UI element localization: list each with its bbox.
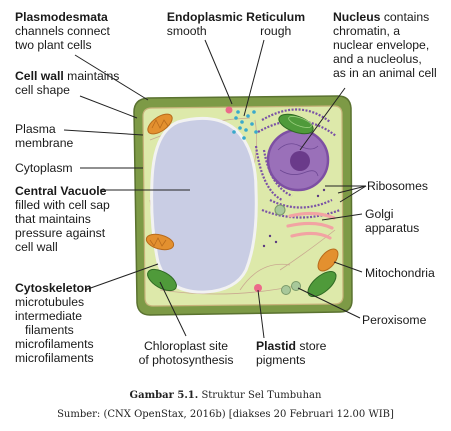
cytoskeleton-line-5: microfilaments	[15, 351, 94, 365]
cytoskeleton-line-4: microfilaments	[15, 337, 94, 351]
vacuole-desc-2: that maintains	[15, 212, 91, 226]
nucleus-desc-2: chromatin, a	[333, 24, 401, 38]
label-cell-wall: Cell wall maintains cell shape	[15, 69, 119, 97]
golgi-line-2: apparatus	[365, 221, 420, 235]
label-plasmodesmata: Plasmodesmata channels connect two plant…	[15, 10, 110, 52]
ribosomes	[262, 188, 326, 248]
caption-figure-title: Struktur Sel Tumbuhan	[201, 390, 322, 401]
label-nucleus: Nucleus contains chromatin, a nuclear en…	[333, 10, 437, 80]
chromatin	[277, 143, 319, 177]
cellwall-desc-2: cell shape	[15, 83, 70, 97]
plasmodesmata-desc-2: two plant cells	[15, 38, 92, 52]
label-plasma-membrane: Plasma membrane	[15, 122, 73, 150]
golgi-line-1: Golgi	[365, 207, 394, 221]
cytoskeleton-line-3: filaments	[25, 323, 74, 337]
figure-source: Sumber: (CNX OpenStax, 2016b) [diakses 2…	[57, 409, 394, 420]
plastid	[274, 204, 286, 216]
central-vacuole	[150, 116, 258, 294]
nucleus-desc-4: and a nucleolus,	[333, 52, 422, 66]
label-peroxisome: Peroxisome	[362, 313, 427, 327]
golgi-apparatus	[286, 211, 336, 240]
nucleus-desc-5: as in an animal cell	[333, 66, 437, 80]
peroxisome	[281, 285, 291, 295]
nucleus-desc-3: nuclear envelope,	[333, 38, 430, 52]
nucleus-title: Nucleus	[333, 10, 381, 24]
cell-illustration	[63, 39, 367, 339]
caption-figure-label: Gambar 5.1.	[129, 390, 199, 401]
nucleus-desc-1: contains	[383, 10, 430, 24]
smooth-er	[232, 110, 258, 140]
label-ribosomes: Ribosomes	[367, 179, 428, 193]
plastid-desc-1: store	[299, 339, 327, 353]
label-plastid: Plastid store pigments	[256, 339, 326, 367]
label-central-vacuole: Central Vacuole filled with cell sap tha…	[15, 184, 110, 254]
plasma-line-2: membrane	[15, 136, 74, 150]
vacuole-desc-4: cell wall	[15, 240, 58, 254]
nucleolus	[290, 151, 310, 171]
er-smooth: smooth	[166, 24, 207, 38]
plastid-desc-2: pigments	[256, 353, 306, 367]
plasmodesmata-title: Plasmodesmata	[15, 10, 108, 24]
label-cytoplasm: Cytoplasm	[15, 161, 73, 175]
mitochondria-group	[145, 113, 339, 272]
vacuole-desc-3: pressure against	[15, 226, 106, 240]
peroxisome-2	[291, 281, 301, 291]
label-chloroplast: Chloroplast site of photosynthesis	[126, 339, 246, 367]
plant-cell-diagram: Plasmodesmata channels connect two plant…	[15, 10, 437, 367]
label-cytoskeleton: Cytoskeleton microtubules intermediate f…	[15, 281, 94, 365]
figure-caption: Gambar 5.1. Struktur Sel Tumbuhan	[0, 390, 451, 401]
chloroplast-group	[147, 113, 337, 298]
label-golgi: Golgi apparatus	[365, 207, 419, 235]
cellwall-title: Cell wall	[15, 69, 64, 83]
cytoskeleton-line-1: microtubules	[15, 295, 85, 309]
plastid-pink	[254, 284, 262, 292]
cytoskeleton-line-2: intermediate	[15, 309, 83, 323]
er-title: Endoplasmic Reticulum	[166, 10, 306, 24]
vesicle	[225, 106, 233, 114]
chloroplast-line-1: Chloroplast site	[144, 339, 228, 353]
cellwall-desc-1: maintains	[67, 69, 120, 83]
label-er: Endoplasmic Reticulum smooth rough	[156, 10, 316, 38]
er-rough: rough	[260, 24, 292, 38]
vacuole-title: Central Vacuole	[15, 184, 107, 198]
chloroplast-line-2: of photosynthesis	[138, 353, 234, 367]
plasmodesmata-desc-1: channels connect	[15, 24, 110, 38]
leader-lines	[63, 39, 367, 339]
plasma-line-1: Plasma	[15, 122, 56, 136]
label-mitochondria: Mitochondria	[365, 266, 435, 280]
vacuole-desc-1: filled with cell sap	[15, 198, 110, 212]
cytoskeleton-title: Cytoskeleton	[15, 281, 92, 295]
plastid-title: Plastid	[256, 339, 296, 353]
